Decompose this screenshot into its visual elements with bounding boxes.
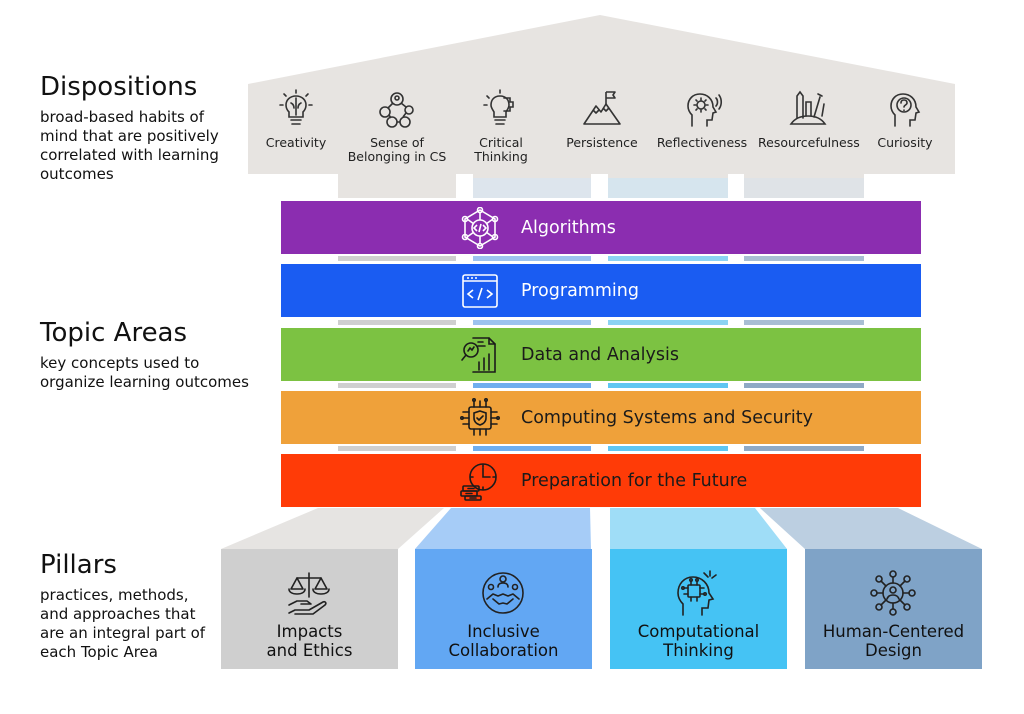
pillar-tops: [221, 508, 982, 549]
pillars-title: Pillars: [40, 550, 117, 580]
code-window-icon: [462, 274, 498, 308]
disposition-label: Critical Thinking: [474, 135, 528, 164]
disposition-label: Resourcefulness: [758, 135, 860, 150]
topic-label: Programming: [521, 280, 639, 301]
disposition-reflectiveness: Reflectiveness: [652, 88, 752, 150]
data-magnifier-icon: [461, 337, 496, 373]
disposition-label: Curiosity: [877, 135, 933, 150]
clock-money-icon: [460, 463, 497, 501]
head-question-icon: [890, 93, 921, 127]
dispositions-description: broad-based habits of mind that are posi…: [40, 108, 219, 183]
pillar-impacts-and-ethics: Impacts and Ethics: [221, 549, 398, 669]
handshake-people-icon: [482, 572, 524, 614]
person-network-icon: [870, 570, 916, 616]
disposition-curiosity: Curiosity: [855, 88, 955, 150]
topic-computing-systems-and-security: Computing Systems and Security: [281, 391, 921, 444]
topic-algorithms: Algorithms: [281, 201, 921, 254]
disposition-label: Persistence: [566, 135, 638, 150]
chip-shield-icon: [459, 397, 500, 436]
pillars-description: practices, methods, and approaches that …: [40, 586, 206, 661]
topic-label: Computing Systems and Security: [521, 407, 813, 428]
mountain-flag-icon: [583, 91, 621, 125]
head-circuit-icon: [677, 570, 717, 616]
topic-programming: Programming: [281, 264, 921, 317]
disposition-creativity: Creativity: [246, 88, 346, 150]
topic-areas-title: Topic Areas: [40, 318, 188, 348]
pillar-label: Impacts and Ethics: [266, 622, 353, 660]
algorithm-network-icon: [461, 207, 499, 249]
pillar-label: Human-Centered Design: [822, 622, 965, 660]
scales-hand-icon: [288, 572, 330, 615]
topic-label: Algorithms: [521, 217, 616, 238]
topic-preparation-for-the-future: Preparation for the Future: [281, 454, 921, 507]
disposition-label: Reflectiveness: [656, 135, 748, 150]
pillar-human-centered-design: Human-Centered Design: [805, 549, 982, 669]
topic-label: Preparation for the Future: [521, 470, 748, 491]
people-network-icon: [379, 92, 414, 128]
pillar-label: Inclusive Collaboration: [448, 622, 559, 660]
disposition-label: Sense of Belonging in CS: [347, 135, 447, 164]
disposition-critical-thinking: Critical Thinking: [451, 88, 551, 164]
pillar-label: Computational Thinking: [637, 622, 760, 660]
dispositions-title: Dispositions: [40, 72, 198, 102]
pillar-inclusive-collaboration: Inclusive Collaboration: [415, 549, 592, 669]
dispositions-roof: [248, 15, 955, 198]
disposition-label: Creativity: [265, 135, 327, 150]
disposition-resourcefulness: Resourcefulness: [758, 88, 860, 150]
lightbulb-puzzle-icon: [483, 89, 514, 125]
topic-data-and-analysis: Data and Analysis: [281, 328, 921, 381]
disposition-sense-of-belonging: Sense of Belonging in CS: [347, 88, 447, 164]
disposition-persistence: Persistence: [552, 88, 652, 150]
brain-lightbulb-icon: [279, 89, 313, 125]
roof-support-1: [338, 172, 456, 198]
pillar-computational-thinking: Computational Thinking: [610, 549, 787, 669]
topic-label: Data and Analysis: [521, 344, 679, 365]
head-gear-icon: [687, 93, 723, 127]
topic-areas-description: key concepts used to organize learning o…: [40, 354, 249, 391]
toolbox-icon: [789, 90, 827, 125]
